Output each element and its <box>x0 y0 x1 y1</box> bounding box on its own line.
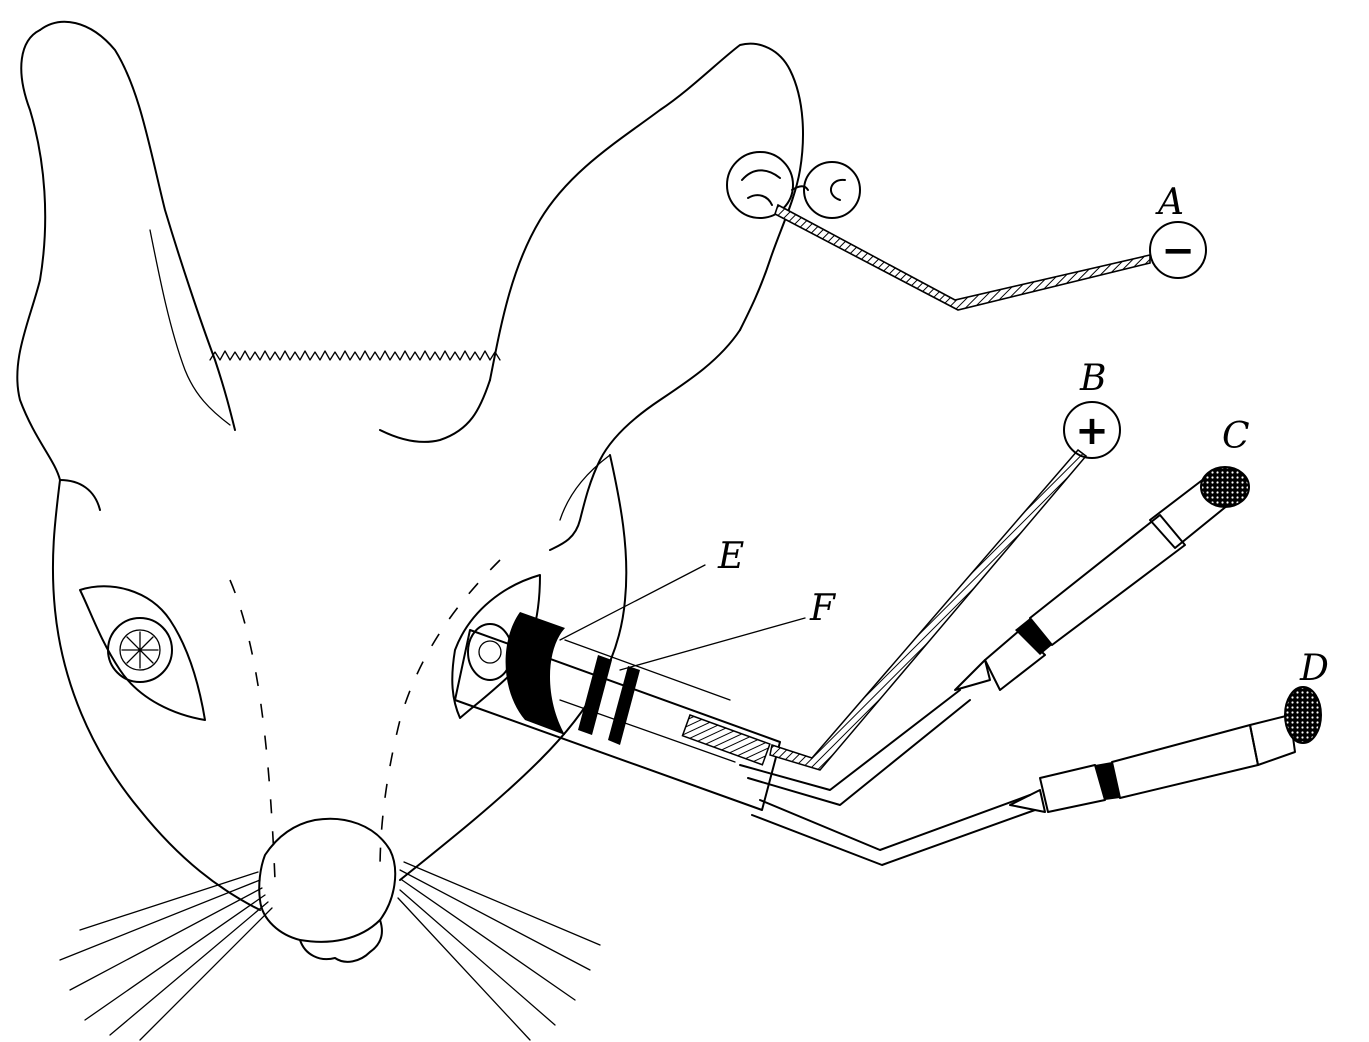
syringe-c <box>955 467 1249 690</box>
label-a: A <box>1155 182 1184 223</box>
label-d: D <box>1299 648 1329 689</box>
label-f: F <box>809 588 837 629</box>
label-b: B <box>1079 358 1106 399</box>
whiskers <box>60 862 600 1040</box>
wire-a <box>775 205 1150 310</box>
positive-sign: + <box>1075 408 1109 454</box>
leader-f <box>620 618 805 670</box>
left-ear <box>17 22 235 480</box>
right-ear <box>380 44 803 550</box>
mesh-cap-d <box>1285 687 1321 743</box>
left-eye <box>80 586 205 720</box>
forehead-fur <box>210 351 500 360</box>
terminal-a: − <box>1150 222 1206 278</box>
label-e: E <box>717 536 744 577</box>
label-c: C <box>1222 416 1250 457</box>
snout <box>259 819 395 962</box>
leader-e <box>560 565 705 640</box>
lead-tubes <box>740 690 1035 865</box>
terminal-b: + <box>1064 402 1120 458</box>
syringe-d <box>1010 687 1321 812</box>
negative-sign: − <box>1161 228 1195 274</box>
mesh-cap-c <box>1201 467 1249 507</box>
ear-clip <box>727 152 860 218</box>
